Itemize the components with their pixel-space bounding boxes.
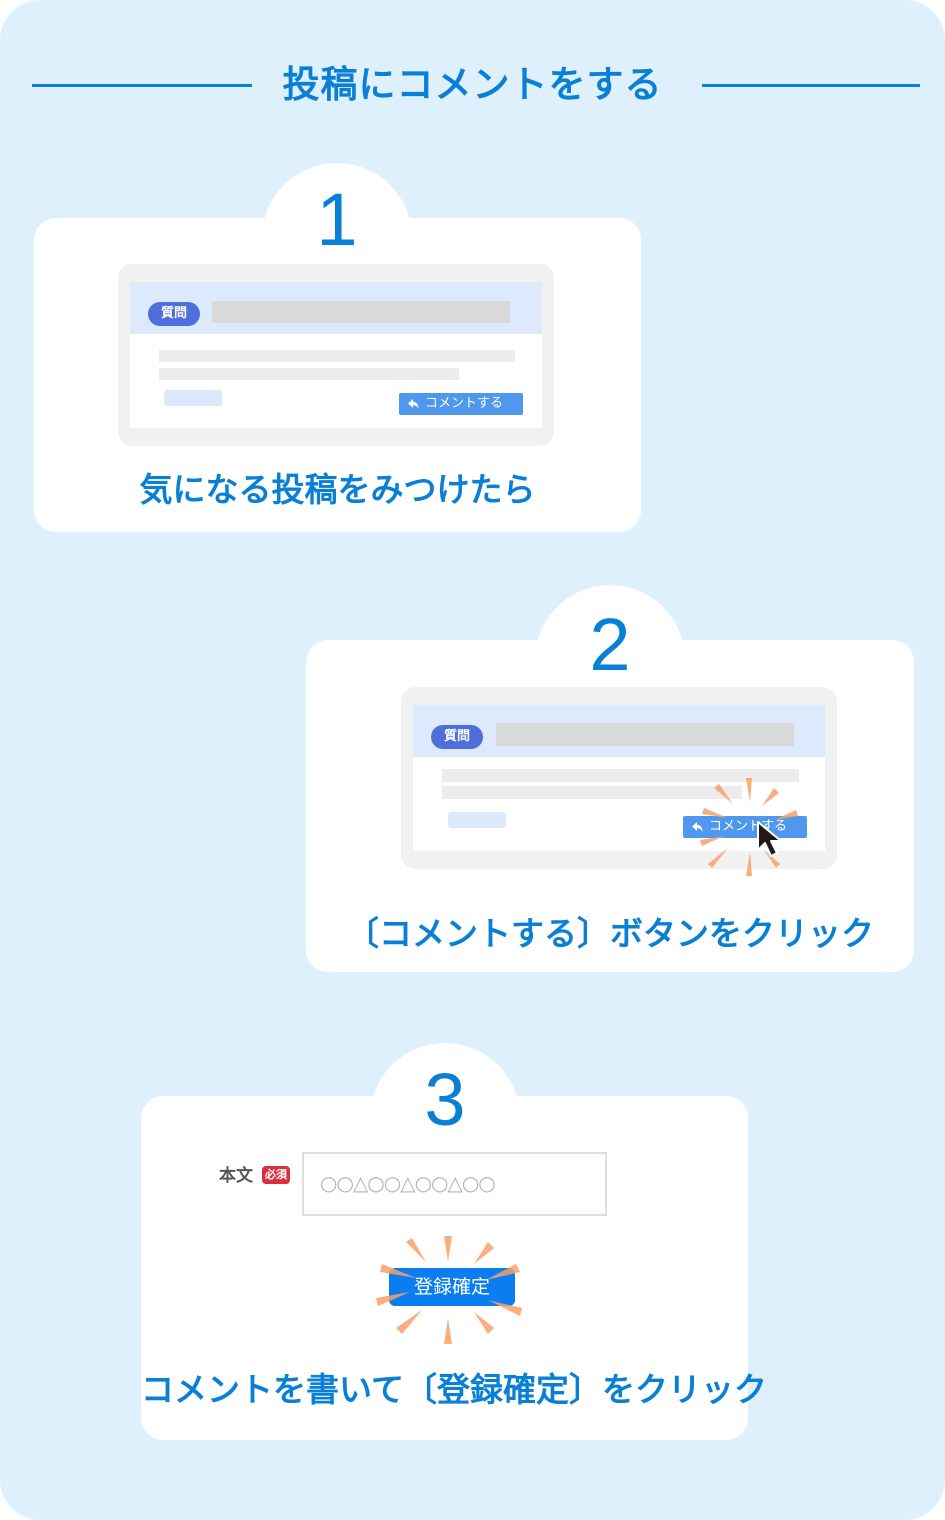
post-title-placeholder [496,723,794,746]
question-tag: 質問 [431,725,483,749]
reply-arrow-icon [692,822,703,832]
post-body-line [442,769,799,782]
post-body-line [159,350,515,362]
page-title: 投稿にコメントをする [282,63,663,106]
post-header: 質問 [130,282,542,334]
reply-arrow-icon [408,399,419,409]
confirm-registration-button[interactable]: 登録確定 [389,1268,515,1306]
post-body-line [442,786,742,799]
question-tag: 質問 [148,302,200,326]
post-title-placeholder [212,301,510,323]
step-1-caption: 気になる投稿をみつけたら [139,470,536,509]
step-2-number: 2 [589,603,631,686]
mouse-pointer-icon [757,821,782,857]
title-rule-left [32,84,252,87]
post-meta-placeholder [164,390,222,406]
title-rule-right [702,84,920,87]
comment-button[interactable]: コメントする [399,393,523,415]
post-body-line [159,368,459,380]
body-field-label: 本文 [219,1166,253,1186]
comment-body-input[interactable]: ○○△○○△○○△○○ [302,1152,607,1216]
post-header: 質問 [413,705,825,757]
step-3-number: 3 [424,1058,466,1141]
required-badge: 必須 [262,1166,290,1184]
step-1-number: 1 [316,178,358,261]
post-meta-placeholder [448,812,506,828]
comment-button-label: コメントする [425,396,504,411]
step-2-caption: 〔コメントする〕ボタンをクリック [346,914,874,953]
step-1-post-mock: 質問 コメントする [118,264,554,446]
step-3-caption: コメントを書いて〔登録確定〕をクリック [141,1370,768,1409]
section-header: 投稿にコメントをする [0,60,945,110]
